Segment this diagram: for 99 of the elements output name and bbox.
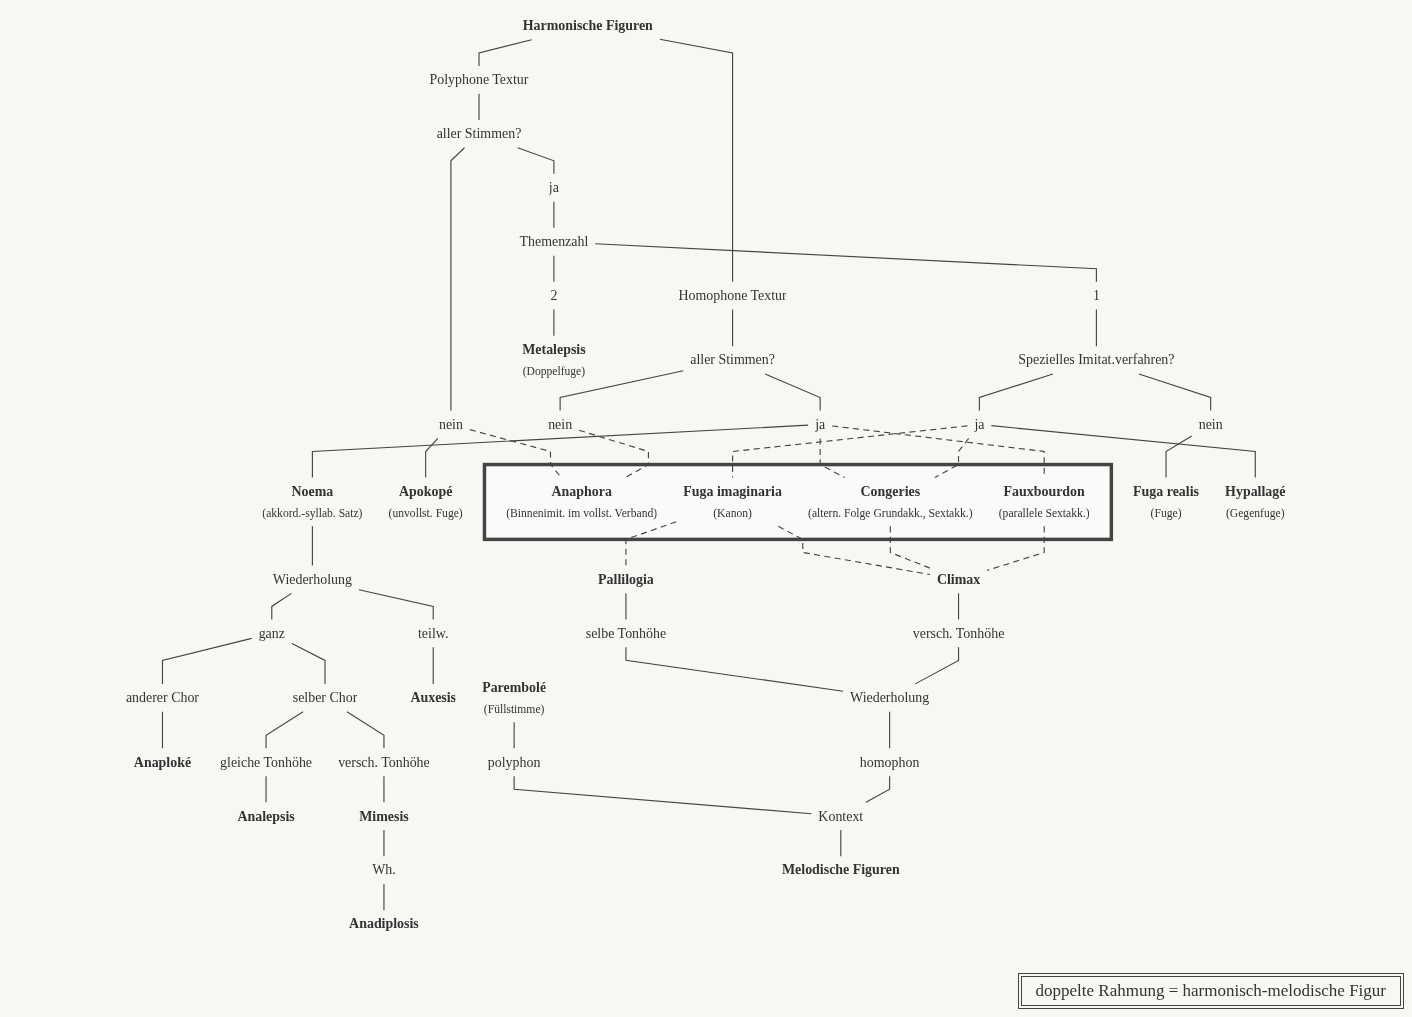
connector xyxy=(1138,373,1212,412)
node-text: Homophone Textur xyxy=(678,287,787,303)
connector xyxy=(958,592,960,621)
connector xyxy=(553,201,555,229)
connector xyxy=(732,425,969,479)
connector xyxy=(934,437,970,479)
connector xyxy=(271,592,293,621)
node-text: teilw. xyxy=(418,625,449,641)
connector xyxy=(890,525,931,569)
node-text: versch. Tonhöhe xyxy=(913,625,1005,641)
node-text: Kontext xyxy=(818,808,864,824)
connector xyxy=(979,373,1054,412)
node-text: Auxesis xyxy=(410,689,457,705)
node-text: Spezielles Imitat.verfahren? xyxy=(1018,352,1175,368)
connector xyxy=(986,525,1046,571)
connector xyxy=(383,883,385,911)
connector xyxy=(478,39,533,67)
node-text: Anaploké xyxy=(134,754,192,770)
node-text: Anaphora (Binnenimit. im vollst. Verband) xyxy=(506,483,658,520)
connector xyxy=(1165,435,1193,479)
connector xyxy=(559,370,685,412)
node-text: selber Chor xyxy=(293,689,358,705)
connector xyxy=(312,525,314,567)
node-text: Themenzahl xyxy=(519,233,589,249)
node-text: gleiche Tonhöhe xyxy=(220,754,313,770)
node-text: Pallilogia xyxy=(598,571,655,587)
connector xyxy=(831,425,1046,479)
node-text: Analepsis xyxy=(237,808,295,824)
connector xyxy=(478,93,480,121)
connector xyxy=(162,637,253,685)
connector xyxy=(265,775,267,803)
node-text: versch. Tonhöhe xyxy=(338,754,431,770)
connector xyxy=(778,525,931,576)
connector xyxy=(469,429,563,479)
node-text: selbe Tonhöhe xyxy=(586,625,667,641)
node-text: Apokopé (unvollst. Fuge) xyxy=(388,483,464,520)
node-text: Harmonische Figuren xyxy=(523,18,654,33)
node-text: ja xyxy=(974,416,985,432)
connector xyxy=(764,373,822,412)
node-text: Climax xyxy=(937,571,981,587)
node-text: nein xyxy=(1198,416,1223,432)
node-text: nein xyxy=(548,416,573,432)
connector xyxy=(162,711,164,749)
node-text: ganz xyxy=(258,625,286,641)
node-text: Congeries (altern. Folge Grundakk., Sextakk.) xyxy=(808,483,973,520)
node-text: nein xyxy=(439,416,464,432)
node-text: Parembolé (Füllstimme) xyxy=(482,679,547,716)
connector xyxy=(915,646,960,685)
node-text: ja xyxy=(549,179,560,195)
node-text: Wiederholung xyxy=(273,571,353,587)
connector xyxy=(1096,309,1098,347)
node-text: aller Stimmen? xyxy=(690,352,776,368)
connector xyxy=(450,147,466,412)
node-text: Anadiplosis xyxy=(349,916,420,932)
connector xyxy=(625,646,844,692)
connector xyxy=(595,243,1098,283)
node-text: Fuga imaginaria (Kanon) xyxy=(683,483,783,520)
connector xyxy=(432,646,435,685)
connector xyxy=(732,309,734,347)
legend-text: doppelte Rahmung = harmonisch-melodische Figur xyxy=(1035,981,1386,1000)
node-text: Wh. xyxy=(372,862,397,878)
node-text: Noema (akkord.-syllab. Satz) xyxy=(262,483,363,520)
connector xyxy=(517,147,555,175)
node-text: Mimesis xyxy=(359,808,410,824)
node-text: Wiederholung xyxy=(850,689,930,705)
cluster xyxy=(483,462,1114,542)
connector xyxy=(346,711,385,749)
node-text: ja xyxy=(815,416,826,432)
connector xyxy=(625,592,627,621)
node-text: homophon xyxy=(860,754,920,770)
connector xyxy=(625,521,678,567)
node-text: 1 xyxy=(1093,287,1101,303)
connector xyxy=(840,829,842,857)
connector xyxy=(383,829,385,857)
connector xyxy=(553,309,555,337)
node-text: Metalepsis (Doppelfuge) xyxy=(522,341,586,378)
connector xyxy=(383,775,385,803)
connector xyxy=(865,775,891,803)
connector xyxy=(659,38,734,283)
connector xyxy=(265,711,304,749)
connector xyxy=(578,429,650,479)
connector xyxy=(991,425,1257,479)
connector xyxy=(513,721,515,749)
node-text: anderer Chor xyxy=(126,689,200,705)
node-text: Polyphone Textur xyxy=(429,72,529,87)
node-text: Fuga realis (Fuge) xyxy=(1133,483,1200,520)
connector xyxy=(553,255,555,283)
connector xyxy=(819,437,846,479)
connector xyxy=(312,424,810,479)
connector xyxy=(513,775,813,815)
connector xyxy=(358,589,435,621)
node-text: aller Stimmen? xyxy=(436,125,522,141)
connector xyxy=(889,711,891,749)
node-text: polyphon xyxy=(488,754,541,770)
connector xyxy=(425,437,439,479)
node-text: 2 xyxy=(550,287,558,303)
node-text: Fauxbourdon (parallele Sextakk.) xyxy=(999,483,1090,520)
node-text: Melodische Figuren xyxy=(782,862,900,878)
node-text: Hypallagé (Gegenfuge) xyxy=(1225,483,1286,520)
